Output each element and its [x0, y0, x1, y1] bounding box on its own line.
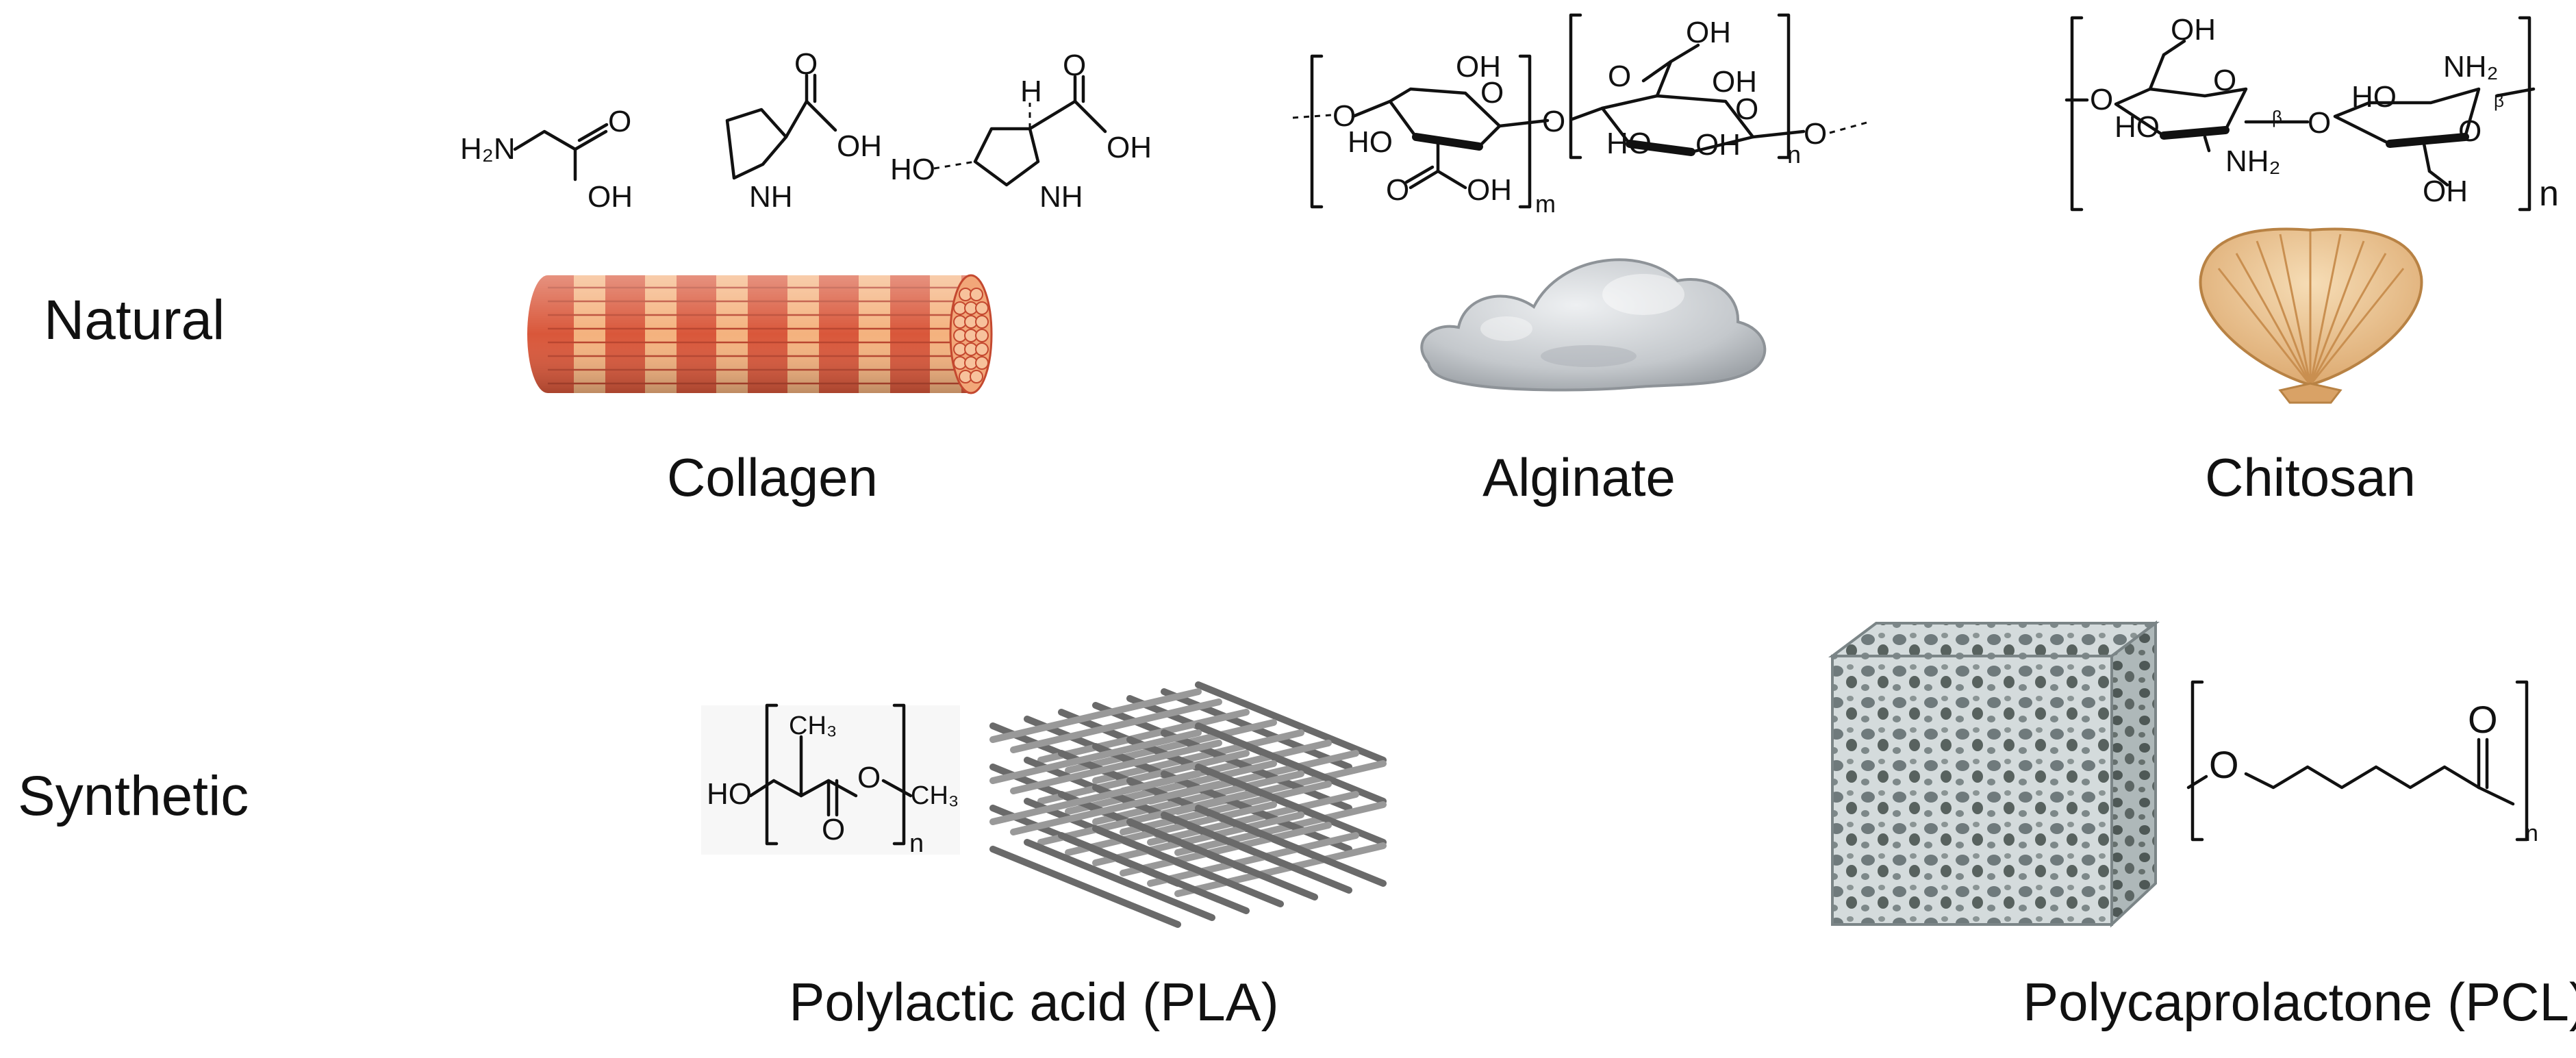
- chitosan-beta-1-label: β: [2272, 107, 2282, 127]
- chitosan-n-label: n: [2539, 174, 2559, 214]
- proline-oh-label: OH: [837, 129, 882, 163]
- chitosan-ho-1-label: HO: [2114, 110, 2160, 144]
- label-pcl: Polycaprolactone (PCL): [2023, 972, 2576, 1032]
- collagen-monomer-structures: H₂N O OH O OH NH HO NH H: [460, 47, 1152, 214]
- hydroxyproline-h-label: H: [1020, 75, 1042, 108]
- pcl-structure: n O O: [2186, 680, 2538, 846]
- chitosan-oh-1-label: OH: [2171, 13, 2216, 47]
- hydroxyproline-nh-label: NH: [1039, 180, 1083, 214]
- alginate-o-mid-label: O: [1542, 105, 1565, 138]
- alginate-ho-1-label: HO: [1348, 125, 1393, 159]
- chitosan-o-ring2-label: O: [2458, 114, 2482, 148]
- label-chitosan: Chitosan: [2205, 447, 2416, 507]
- chitosan-nh2-2-label: NH₂: [2443, 50, 2499, 84]
- pcl-n-label: n: [2525, 820, 2538, 846]
- chitosan-oh-2-label: OH: [2423, 175, 2468, 208]
- alginate-o-ring1-label: O: [1480, 76, 1504, 110]
- alginate-o-ring2-label: O: [1735, 92, 1758, 126]
- chitosan-nh2-1-label: NH₂: [2225, 144, 2281, 178]
- collagen-fiber-illustration: [527, 274, 993, 394]
- alginate-oh-2-label: OH: [1467, 173, 1512, 207]
- chitosan-shell-illustration: [2199, 227, 2423, 404]
- hydroxyproline-oh-label: OH: [1107, 131, 1152, 164]
- label-alginate: Alginate: [1482, 447, 1676, 507]
- pla-structure: HO n CH₃ O O CH₃: [701, 703, 960, 858]
- alginate-n-label: n: [1787, 140, 1801, 168]
- label-pla: Polylactic acid (PLA): [789, 972, 1278, 1032]
- pla-ch3-top-label: CH₃: [789, 711, 837, 740]
- proline-structure: O OH NH: [725, 47, 882, 214]
- chitosan-o-left-label: O: [2090, 83, 2113, 116]
- row-label-natural: Natural: [44, 289, 225, 351]
- alginate-oh-3-label: OH: [1686, 16, 1731, 49]
- alginate-oh-4-label: OH: [1712, 65, 1757, 99]
- pla-o-carbonyl-label: O: [822, 813, 845, 846]
- alginate-oh-5-label: OH: [1695, 128, 1741, 162]
- glycine-structure: H₂N O OH: [460, 105, 633, 214]
- proline-nh-label: NH: [749, 180, 793, 214]
- alginate-o-2-label: O: [1386, 173, 1409, 207]
- pla-scaffold-layers: [989, 681, 1387, 928]
- glycine-oh-label: OH: [588, 180, 633, 214]
- pla-o-ester-label: O: [857, 761, 881, 794]
- chitosan-ho-2-label: HO: [2351, 80, 2397, 114]
- row-label-synthetic: Synthetic: [18, 765, 249, 827]
- pla-ch3-right-label: CH₃: [911, 781, 959, 810]
- alginate-o-3-label: O: [1608, 60, 1631, 93]
- alginate-structure: O m OH O HO O OH O n O OH OH O HO: [1292, 13, 1870, 218]
- pcl-o-ester-label: O: [2209, 743, 2239, 786]
- alginate-ho-2-label: HO: [1606, 127, 1652, 160]
- proline-o-label: O: [794, 47, 818, 81]
- hydroxyproline-ho-label: HO: [890, 153, 935, 186]
- chitosan-o-ring1-label: O: [2213, 64, 2236, 97]
- hydroxyproline-structure: HO NH H O OH: [890, 49, 1152, 214]
- alginate-m-label: m: [1535, 190, 1556, 218]
- alginate-gel-illustration: [1420, 258, 1767, 392]
- pla-n-label: n: [909, 829, 924, 858]
- pcl-foam-cube-illustration: [1828, 620, 2160, 928]
- chitosan-structure: n O OH O HO NH₂ β O HO NH₂ β O OH: [2064, 13, 2559, 214]
- alginate-o-right-label: O: [1804, 117, 1827, 151]
- alginate-oh-1-label: OH: [1456, 50, 1501, 84]
- pla-ho-label: HO: [707, 777, 752, 811]
- pla-scaffold-illustration: [989, 681, 1387, 928]
- glycine-o-label: O: [608, 105, 631, 138]
- pcl-o-carbonyl-label: O: [2468, 698, 2498, 741]
- label-collagen: Collagen: [667, 447, 878, 507]
- chitosan-o-mid-label: O: [2308, 106, 2331, 140]
- glycine-h2n-label: H₂N: [460, 132, 516, 166]
- hydroxyproline-o-label: O: [1063, 49, 1086, 82]
